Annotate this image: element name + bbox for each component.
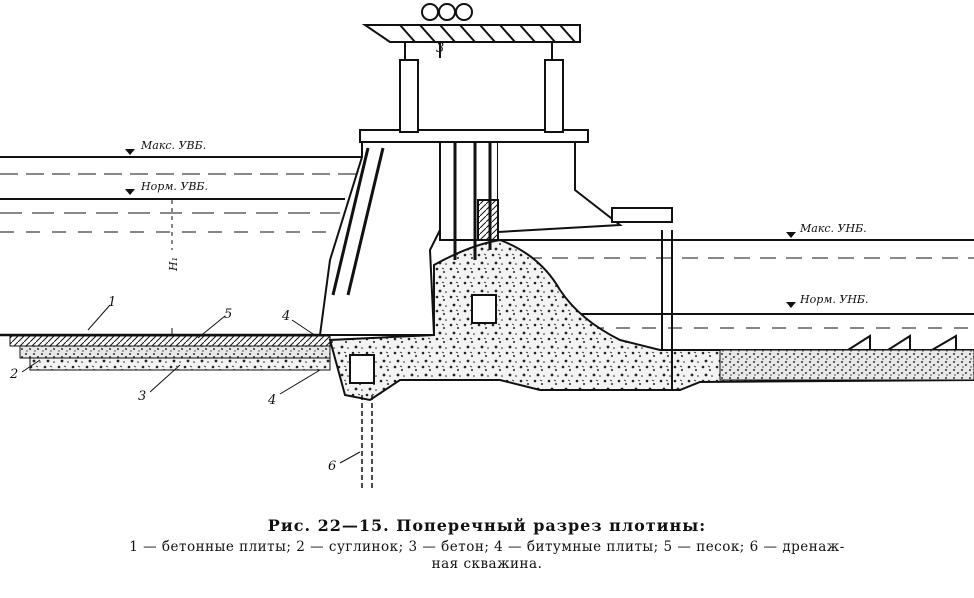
norm-downstream-label: Норм. УНБ.	[799, 293, 869, 306]
downstream-dentates	[719, 334, 974, 381]
upstream-apron	[0, 333, 331, 371]
callout-2: 2	[9, 367, 18, 382]
callout-5: 5	[224, 307, 232, 322]
max-upstream-label: Макс. УВБ.	[140, 139, 206, 152]
figure-caption: Рис. 22—15. Поперечный разрез плотины: 1…	[0, 516, 974, 573]
norm-upstream-label: Норм. УВБ.	[140, 180, 208, 193]
downstream-bridge	[611, 207, 673, 390]
inclined-gate	[331, 147, 385, 296]
dam-cross-section-diagram: Макс. УВБ. Норм. УВБ. Макс. УНБ. Норм. У…	[0, 3, 974, 490]
callout-4-lower: 4	[267, 393, 276, 408]
downstream-water	[498, 239, 974, 329]
caption-legend-line2: ная скважина.	[431, 556, 543, 572]
callout-3: 3	[138, 389, 146, 404]
gantry-crane	[361, 3, 581, 60]
upstream-water	[0, 156, 362, 233]
head-label: Н₁	[167, 257, 180, 272]
callout-1: 1	[108, 295, 116, 310]
dam-superstructure	[359, 59, 623, 260]
caption-legend-line1: 1 — бетонные плиты; 2 — суглинок; 3 — бе…	[129, 539, 845, 555]
callout-3-crane: 3	[436, 41, 444, 56]
caption-title: Рис. 22—15. Поперечный разрез плотины:	[267, 516, 707, 535]
drainage-well	[361, 395, 373, 490]
water-level-markers	[125, 149, 796, 308]
callout-6: 6	[328, 459, 336, 474]
callout-leaders	[21, 304, 361, 464]
callout-4-upper: 4	[281, 309, 290, 324]
max-downstream-label: Макс. УНБ.	[799, 222, 867, 235]
